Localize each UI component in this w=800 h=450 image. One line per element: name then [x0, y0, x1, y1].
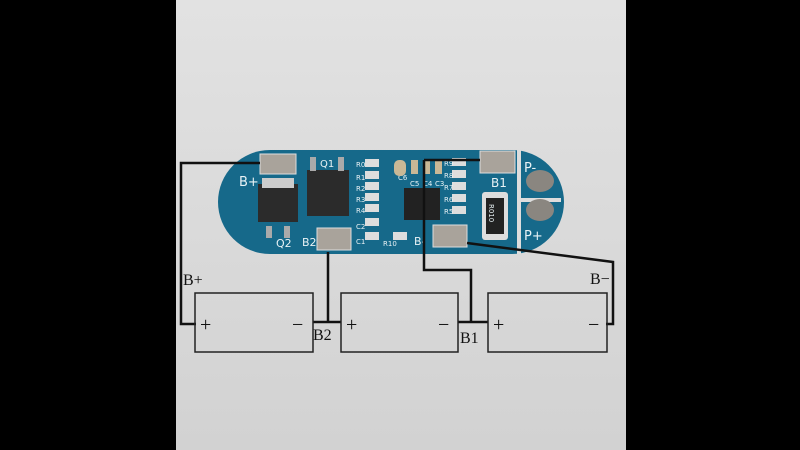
pad-b-minus: [432, 224, 468, 248]
pad-b2: [316, 227, 352, 251]
label-b-plus: B+: [183, 272, 203, 289]
label-text: P-: [524, 161, 537, 176]
drawing-part: [365, 218, 379, 226]
drawing-part: [218, 150, 564, 254]
label-text: +: [346, 314, 357, 336]
label-text: C1: [356, 238, 365, 246]
label-text: B2: [302, 236, 317, 249]
label-text: B+: [239, 175, 259, 190]
label-text: C6: [398, 174, 408, 182]
label-text: B1: [491, 176, 507, 190]
label-text: P+: [524, 229, 543, 244]
drawing-part: [435, 160, 442, 174]
label-text: Q1: [320, 159, 334, 170]
drawing-part: [393, 232, 407, 240]
drawing-part: [394, 160, 406, 176]
label-text: C5: [410, 180, 419, 188]
pad-b1: [479, 150, 516, 174]
drawing-part: [365, 204, 379, 212]
label-text: C2: [356, 223, 365, 231]
drawing-part: [338, 157, 344, 171]
pad-p-plus: [526, 199, 554, 221]
label-text: R4: [356, 207, 366, 215]
label-text: −: [292, 314, 303, 336]
label-text: C3: [435, 180, 444, 188]
mosfet-q2: [258, 184, 298, 222]
wire-b2: [313, 252, 341, 324]
label-text: R0: [356, 161, 365, 169]
drawing-part: [365, 232, 379, 240]
wire-b-plus: [179, 161, 260, 326]
label-text: R2: [356, 185, 365, 193]
label-text: C4: [423, 180, 433, 188]
drawing-part: [517, 150, 521, 254]
drawing-part: [452, 206, 466, 214]
drawing-part: [266, 226, 272, 238]
label-b1: B1: [460, 330, 479, 347]
drawing-part: [452, 170, 466, 178]
label-b-minus: B−: [590, 271, 610, 288]
drawing-part: [310, 157, 316, 171]
drawing-part: [262, 178, 294, 188]
battery-cell-1: [194, 292, 314, 353]
drawing-part: [365, 158, 466, 240]
protection-ic: [404, 188, 440, 220]
label-text: R10: [383, 240, 397, 248]
drawing-part: [365, 182, 379, 190]
mosfet-q1: [307, 170, 349, 216]
drawing-part: + − + − + −: [200, 314, 599, 336]
sense-resistor: [486, 198, 504, 234]
label-text: R1: [356, 174, 365, 182]
pcb-board: B+ Q2 Q1 B2 R0 R1 R2 R3 R4 R5 R6 R7: [218, 150, 564, 254]
drawing-part: [452, 158, 466, 166]
label-b2: B2: [313, 327, 332, 344]
drawing-part: [423, 160, 430, 174]
label-text: +: [493, 314, 504, 336]
drawing-part: [365, 171, 379, 179]
drawing-part: [452, 182, 466, 190]
drawing-part: [365, 159, 379, 167]
drawing-part: [411, 160, 418, 174]
wiring: [179, 158, 615, 326]
drawing-part: B+ B2 B1 B−: [183, 271, 610, 347]
pad-p-minus: [526, 170, 554, 192]
drawing-part: [284, 226, 290, 238]
label-text: −: [438, 314, 449, 336]
label-text: +: [200, 314, 211, 336]
drawing-part: [365, 193, 379, 201]
pad-b-plus: [259, 153, 297, 175]
label-text: R5: [444, 208, 453, 216]
label-text: B-: [414, 235, 426, 248]
wire-b-minus: [466, 241, 615, 326]
label-text: R6: [444, 196, 454, 204]
drawing-part: [452, 194, 466, 202]
label-text: R010: [487, 204, 495, 222]
label-text: R7: [444, 184, 453, 192]
label-text: R8: [444, 172, 453, 180]
label-text: −: [588, 314, 599, 336]
label-text: Q2: [276, 237, 292, 250]
wire-b1: [422, 160, 488, 324]
label-text: R9: [444, 160, 453, 168]
battery-cell-3: [487, 292, 608, 353]
battery-cell-2: [340, 292, 459, 353]
label-text: R3: [356, 196, 365, 204]
drawing-part: [194, 292, 608, 353]
